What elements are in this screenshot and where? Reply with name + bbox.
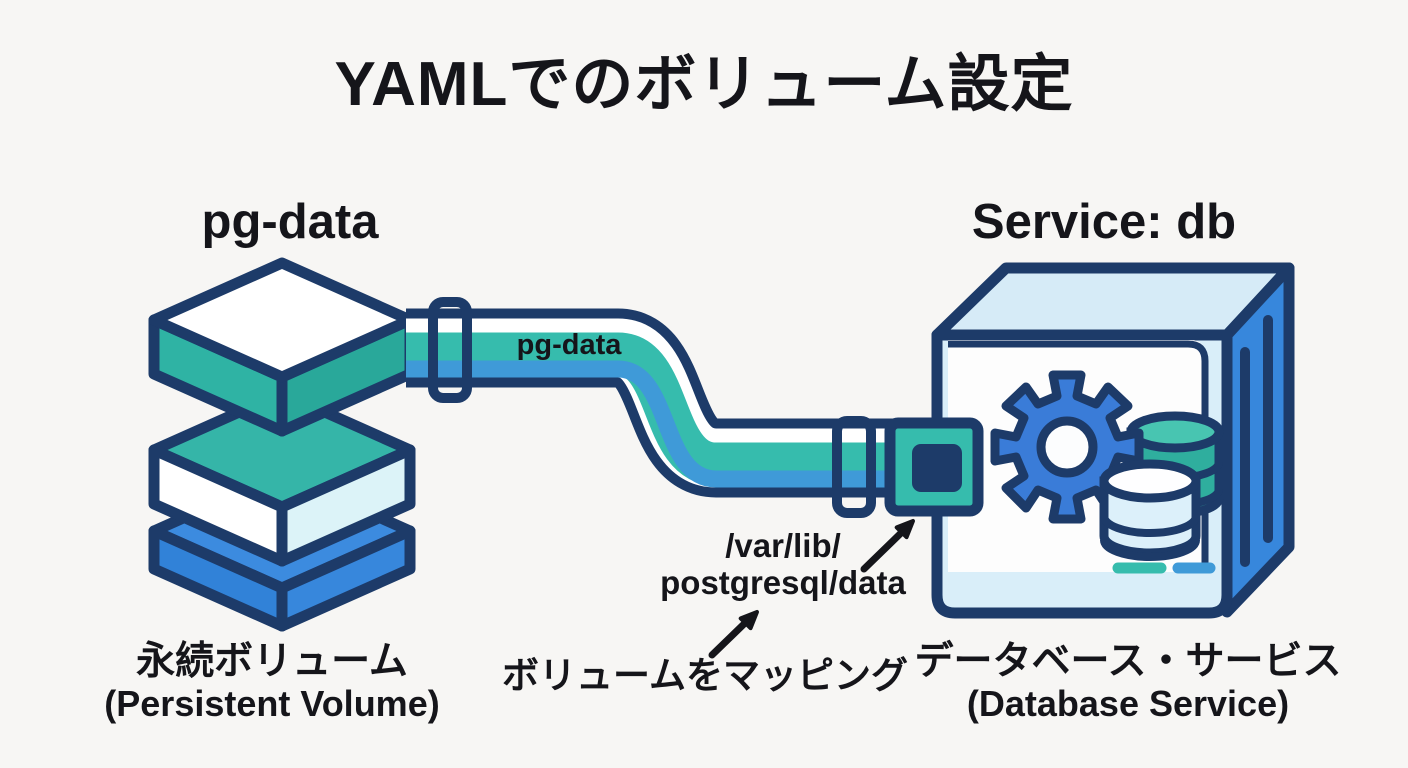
pipe <box>406 308 900 498</box>
mount-connector-icon <box>884 417 984 517</box>
mount-path-line1: /var/lib/ <box>725 527 841 564</box>
service-cube-icon <box>931 262 1295 619</box>
cube-right-face <box>1221 262 1295 618</box>
mount-path-line2: postgresql/data <box>660 563 906 601</box>
volume-caption: 永続ボリューム (Persistent Volume) <box>104 640 439 724</box>
cube-inner-panel-edge <box>948 340 1209 572</box>
pipe-flow-label: pg-data <box>516 329 622 361</box>
arrow-to-mount-path <box>708 610 759 659</box>
database-cylinder-light-icon <box>1099 459 1201 561</box>
service-caption: データベース・サービス (Database Service) <box>914 640 1341 724</box>
volume-name-label: pg-data <box>201 195 379 249</box>
pipe-flange-right <box>832 416 876 518</box>
diagram-title: YAMLでのボリューム設定 <box>334 50 1074 119</box>
service-name-label: Service: db <box>971 195 1237 249</box>
mount-path-label: /var/lib/ postgresql/data <box>660 527 906 602</box>
pipe-flange-left <box>428 297 472 403</box>
service-caption-en: (Database Service) <box>966 682 1290 724</box>
volume-slab-middle <box>148 387 416 567</box>
service-caption-ja: データベース・サービス <box>914 640 1342 683</box>
arrow-to-connector <box>860 519 915 573</box>
volume-caption-en: (Persistent Volume) <box>104 682 440 724</box>
volume-slab-top <box>148 257 416 437</box>
mapping-annotation: ボリュームをマッピング <box>502 655 908 696</box>
persistent-volume-icon <box>148 257 416 632</box>
volume-caption-ja: 永続ボリューム <box>136 640 408 683</box>
